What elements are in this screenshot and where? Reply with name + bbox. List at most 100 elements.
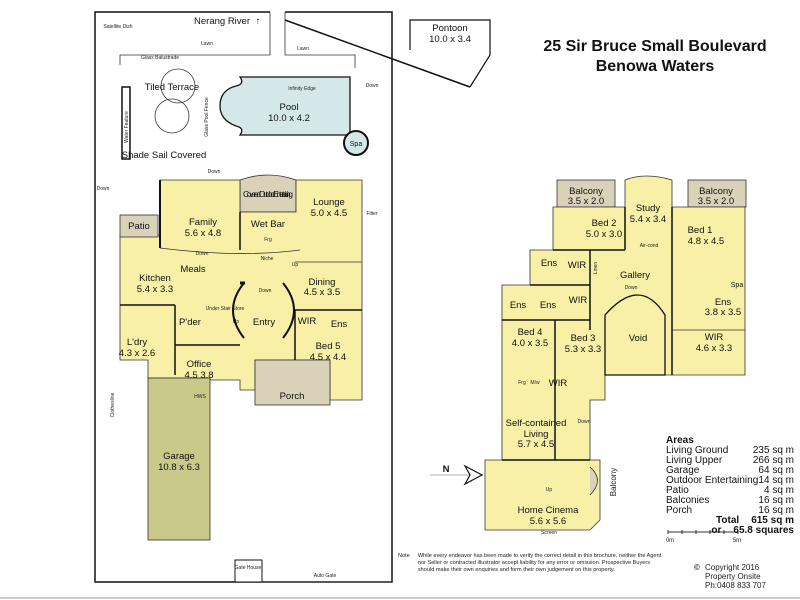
label-lounge-dims: 5.0 x 4.5 bbox=[311, 208, 347, 219]
label-family: Family bbox=[189, 217, 217, 228]
spa bbox=[343, 130, 369, 156]
north-arrow-icon: N bbox=[430, 464, 484, 486]
water-feature bbox=[121, 86, 131, 160]
note-label: Note bbox=[398, 553, 410, 559]
label-lawn: Lawn bbox=[201, 41, 213, 47]
area-label: Patio bbox=[666, 485, 689, 496]
label-porch: Porch bbox=[280, 391, 305, 402]
label-dining-dims: 4.5 x 3.5 bbox=[304, 287, 340, 298]
label-balcony-left-dims: 3.5 x 2.0 bbox=[568, 196, 604, 207]
void bbox=[604, 294, 666, 376]
label-niche: Niche bbox=[261, 256, 274, 262]
label-void: Void bbox=[629, 333, 648, 344]
label-clothesline: Clothesline bbox=[110, 392, 116, 417]
label-study: Study bbox=[636, 203, 661, 214]
label-wir: WIR bbox=[569, 295, 588, 306]
label-lounge: Lounge bbox=[313, 197, 345, 208]
label-ens: Ens bbox=[541, 258, 558, 269]
ground-floor-plan: Satellite Dish Nerang River ↑ Lawn Lawn … bbox=[94, 11, 491, 583]
title-address: 25 Sir Bruce Small Boulevard bbox=[543, 38, 767, 55]
label-kitchen-dims: 5.4 x 3.3 bbox=[137, 284, 173, 295]
label-up: Up bbox=[546, 487, 553, 493]
area-row: Living Ground 235 sq m bbox=[666, 446, 794, 456]
total-value: 615 sq m bbox=[751, 515, 794, 526]
label-down: Down bbox=[366, 83, 379, 89]
label-home-cinema: Home Cinema bbox=[518, 505, 579, 516]
label-pontoon: Pontoon bbox=[432, 23, 467, 34]
label-under-stair-store: Under Stair Store bbox=[206, 306, 245, 312]
label-bed4: Bed 4 bbox=[518, 327, 543, 338]
label-entry: Entry bbox=[253, 317, 275, 328]
label-down: Down bbox=[196, 251, 209, 257]
label-home-cinema-dims: 5.6 x 5.6 bbox=[530, 516, 566, 527]
area-value: 16 sq m bbox=[758, 495, 794, 506]
area-value: 266 sq m bbox=[752, 455, 794, 466]
label-pontoon-dims: 10.0 x 3.4 bbox=[429, 34, 471, 45]
label-pool: Pool bbox=[279, 102, 298, 113]
label-ens: Ens bbox=[510, 300, 527, 311]
label-down: Down bbox=[259, 288, 272, 294]
label-self-contained-dims: 5.7 x 4.5 bbox=[518, 439, 554, 450]
label-infinity-edge: Infinity Edge bbox=[288, 86, 316, 92]
label-bed4-dims: 4.0 x 3.5 bbox=[512, 338, 548, 349]
area-value: 64 sq m bbox=[758, 465, 794, 476]
squares-value: 65.8 squares bbox=[733, 525, 794, 536]
label-family-dims: 5.6 x 4.8 bbox=[185, 228, 221, 239]
label-bed1-dims: 4.8 x 4.5 bbox=[688, 236, 724, 247]
balcony-right bbox=[687, 179, 747, 208]
label-down: Down bbox=[97, 186, 110, 192]
label-self-contained-living: Living bbox=[524, 429, 549, 440]
label-office-dims: 4.5 3.8 bbox=[184, 370, 213, 381]
area-value: 14 sq m bbox=[758, 475, 794, 486]
patio bbox=[119, 214, 159, 238]
label-screen: Screen bbox=[541, 530, 557, 536]
umbrella-icon bbox=[160, 68, 196, 104]
label-bed3-dims: 5.3 x 3.3 bbox=[565, 344, 601, 355]
label-air-cond: Air-cond bbox=[640, 243, 659, 249]
copyright-phone: Ph:0408 833 707 bbox=[705, 581, 766, 590]
area-value: 16 sq m bbox=[758, 505, 794, 516]
label-ens-main: Ens bbox=[715, 297, 732, 308]
area-value: 4 sq m bbox=[763, 485, 794, 496]
label-glass-pool-fence: Glass Pool Fence bbox=[204, 97, 210, 137]
copyright-icon: © bbox=[694, 563, 700, 572]
label-patio: Patio bbox=[128, 221, 150, 232]
north-arrow-icon: ↑ bbox=[256, 16, 261, 27]
label-garage-dims: 10.8 x 6.3 bbox=[158, 462, 200, 473]
label-tiled-terrace: Tiled Terrace bbox=[145, 82, 199, 93]
label-balcony-left: Balcony bbox=[569, 186, 603, 197]
label-balcony-right: Balcony bbox=[699, 186, 733, 197]
area-label: Living Ground bbox=[666, 445, 729, 456]
label-laundry-dims: 4.3 x 2.6 bbox=[119, 348, 155, 359]
label-down: Down bbox=[625, 285, 638, 291]
area-value: 235 sq m bbox=[752, 445, 794, 456]
label-ens-main-dims: 3.8 x 3.5 bbox=[705, 307, 741, 318]
pontoon-outline bbox=[409, 19, 491, 88]
label-ens: Ens bbox=[540, 300, 557, 311]
balcony-small bbox=[589, 466, 598, 496]
area-row: Patio 4 sq m bbox=[666, 486, 794, 496]
label-lawn-2: Lawn bbox=[297, 46, 309, 52]
label-bed3: Bed 3 bbox=[571, 333, 596, 344]
label-microwave: M/w bbox=[530, 380, 540, 386]
property-title: 25 Sir Bruce Small Boulevard Benowa Wate… bbox=[520, 37, 790, 77]
label-glass-balustrade: Glass Balustrade bbox=[141, 55, 179, 61]
area-label: Porch bbox=[666, 505, 693, 516]
label-up: Up bbox=[233, 319, 240, 325]
label-bed2-dims: 5.0 x 3.0 bbox=[586, 229, 622, 240]
scale-start: 0m bbox=[666, 538, 674, 544]
area-row: Porch 16 sq m bbox=[666, 506, 794, 516]
note-text: While every endeavor has been made to ve… bbox=[417, 553, 662, 573]
balcony-left bbox=[556, 179, 616, 208]
label-bed5-dims: 4.5 x 4.4 bbox=[310, 352, 346, 363]
upper-floor-plan: Balcony 3.5 x 2.0 Balcony 3.5 x 2.0 Stud… bbox=[484, 175, 747, 536]
or-label: or bbox=[711, 525, 722, 536]
gate-house bbox=[234, 559, 263, 583]
area-squares: or 65.8 squares bbox=[666, 526, 794, 536]
copyright-company: Property Onsite bbox=[705, 572, 761, 581]
label-auto-gate: Auto Gate bbox=[314, 573, 337, 579]
